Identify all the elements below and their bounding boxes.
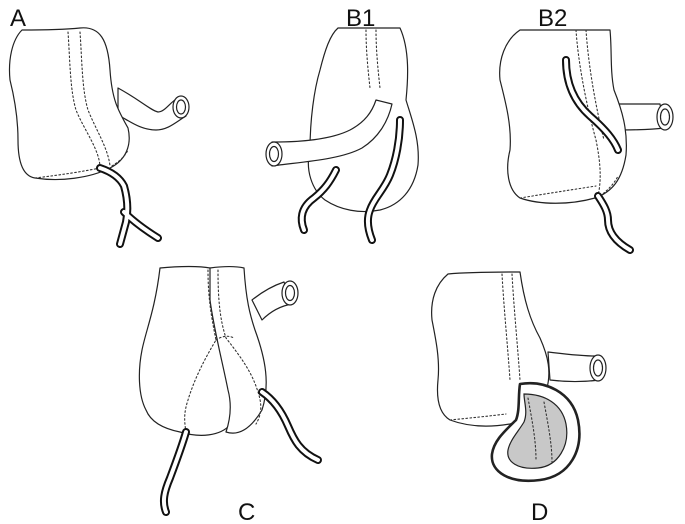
panel-b2-organ bbox=[499, 29, 627, 204]
panel-a-duct-dots bbox=[67, 31, 101, 169]
panel-b1-duct-dots bbox=[365, 29, 371, 89]
label-d: D bbox=[531, 499, 548, 524]
label-b2: B2 bbox=[538, 5, 567, 32]
panel-b1-tube bbox=[265, 99, 393, 167]
panel-b2-duct-dots bbox=[575, 29, 601, 197]
panel-d-tube bbox=[547, 351, 607, 383]
panel-c-organ-right bbox=[209, 265, 267, 434]
panel-d-duct-dots bbox=[501, 273, 511, 381]
panel-a bbox=[8, 27, 190, 248]
panel-c-tube bbox=[251, 280, 299, 321]
panel-a-tube bbox=[117, 87, 190, 131]
panel-c bbox=[138, 265, 322, 516]
label-b1: B1 bbox=[346, 5, 375, 32]
label-a: A bbox=[10, 5, 26, 32]
label-c: C bbox=[238, 499, 255, 524]
panel-d-cyst bbox=[507, 393, 568, 469]
panel-a-organ bbox=[8, 27, 130, 181]
panel-c-duct-dots bbox=[184, 269, 217, 433]
panel-b2 bbox=[499, 29, 674, 254]
panel-b1 bbox=[265, 27, 419, 244]
panel-d bbox=[431, 271, 607, 483]
